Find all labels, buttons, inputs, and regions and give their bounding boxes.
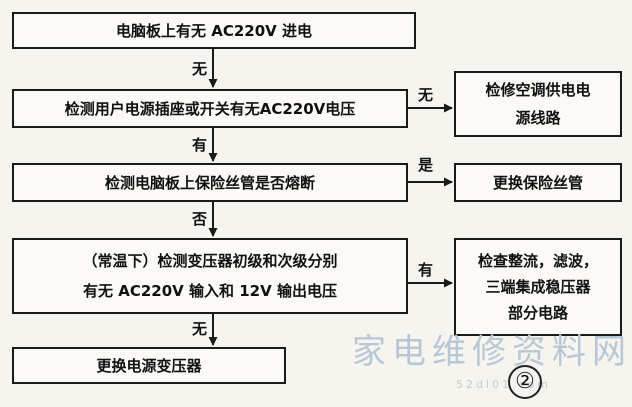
- action-label-line1: 检修空调供电电: [485, 81, 591, 99]
- edge-label-s1-s2: 无: [192, 60, 208, 78]
- watermark-text: 家电维修资料网: [352, 332, 632, 372]
- edge-label-s4-a3: 有: [418, 261, 434, 279]
- step-label: 更换电源变压器: [96, 356, 202, 375]
- figure-number-marker: ②: [508, 365, 542, 399]
- edge-label-s2-a1: 无: [418, 86, 434, 104]
- action-label-line2: 源线路: [515, 109, 561, 127]
- step-label: 检测电脑板上保险丝管是否熔断: [104, 173, 315, 192]
- step-label: 检测用户电源插座或开关有无AC220V电压: [64, 99, 356, 118]
- action-label-line3: 部分电路: [507, 304, 568, 322]
- action-repair-power-line: 检修空调供电电 源线路: [454, 71, 622, 137]
- step-check-transformer: （常温下）检测变压器初级和次级分别 有无 AC220V 输入和 12V 输出电压: [12, 238, 408, 314]
- edge-label-s4-s5: 无: [192, 320, 208, 338]
- edge-label-s2-s3: 有: [192, 136, 208, 154]
- action-check-rectifier-circuit: 检查整流，滤波， 三端集成稳压器 部分电路: [454, 238, 622, 336]
- step-label-line2: 有无 AC220V 输入和 12V 输出电压: [83, 282, 337, 300]
- step-check-outlet-voltage: 检测用户电源插座或开关有无AC220V电压: [12, 89, 408, 128]
- step-label-line1: （常温下）检测变压器初级和次级分别: [82, 252, 338, 270]
- action-replace-fuse: 更换保险丝管: [454, 163, 622, 202]
- edge-label-s3-s4: 否: [192, 210, 208, 228]
- action-label-line1: 检查整流，滤波，: [477, 252, 598, 270]
- edge-label-s3-a2: 是: [418, 156, 434, 174]
- action-label-line2: 三端集成稳压器: [485, 278, 591, 296]
- step-label: 电脑板上有无 AC220V 进电: [116, 21, 312, 40]
- action-label: 更换保险丝管: [492, 173, 583, 192]
- step-replace-transformer: 更换电源变压器: [12, 347, 286, 384]
- step-check-ac220v-input: 电脑板上有无 AC220V 进电: [12, 12, 416, 49]
- step-check-fuse: 检测电脑板上保险丝管是否熔断: [12, 163, 408, 202]
